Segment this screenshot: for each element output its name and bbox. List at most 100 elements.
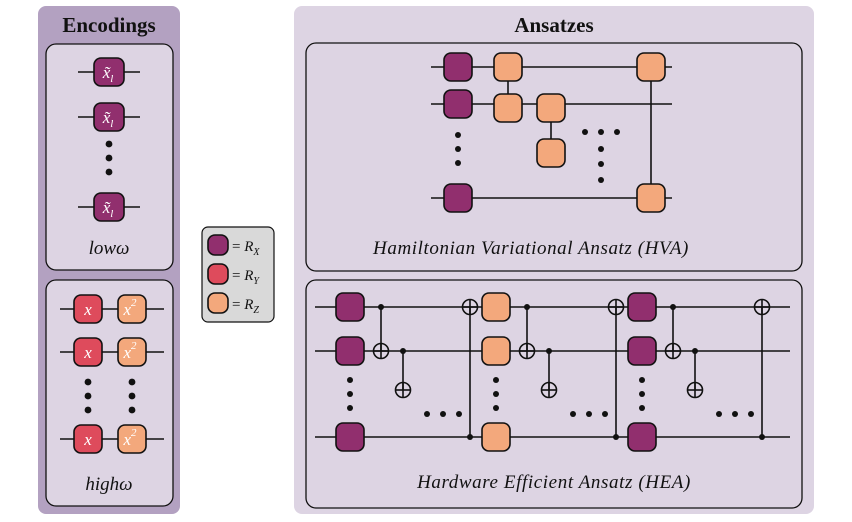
rz-gate	[636, 183, 666, 213]
rx-gate	[627, 422, 657, 452]
high-frequency-label: highω	[85, 474, 132, 495]
ellipsis-dot	[128, 392, 136, 400]
low-encoding-gates: x̃l x̃l x̃l	[78, 57, 140, 222]
control-dot	[613, 434, 619, 440]
ellipsis-dot	[105, 168, 113, 176]
rx-encoding-gate	[93, 192, 125, 222]
hea-label: Hardware Efficient Ansatz (HEA)	[416, 472, 691, 493]
control-dot	[467, 434, 473, 440]
ellipsis-dot	[598, 161, 604, 167]
control-dot	[759, 434, 765, 440]
ellipsis-dot	[456, 411, 462, 417]
rx-gate	[627, 292, 657, 322]
ellipsis-dot	[586, 411, 592, 417]
ellipsis-dot	[570, 411, 576, 417]
low-frequency-label: lowω	[89, 238, 130, 259]
ellipsis-dot	[582, 129, 588, 135]
ellipsis-dot	[732, 411, 738, 417]
control-dot	[400, 348, 406, 354]
ellipsis-dot	[84, 406, 92, 414]
ellipsis-dot	[105, 140, 113, 148]
encoding-gate-label: x	[83, 430, 92, 449]
ellipsis-dot	[440, 411, 446, 417]
encoding-gate-label: x2	[122, 340, 137, 362]
rx-gate	[443, 183, 473, 213]
ry-encoding-gate	[73, 337, 103, 367]
ellipsis-dot	[598, 146, 604, 152]
legend-label: = RY	[232, 268, 260, 287]
ellipsis-dot	[455, 146, 461, 152]
hva-label: Hamiltonian Variational Ansatz (HVA)	[372, 238, 689, 259]
rz-gate	[481, 422, 511, 452]
ellipsis-dot	[84, 378, 92, 386]
rx-gate	[627, 336, 657, 366]
rz-encoding-gate	[117, 337, 147, 367]
rx-gate	[335, 292, 365, 322]
encoding-gate-label: x	[83, 300, 92, 319]
ellipsis-dot	[493, 405, 499, 411]
ellipsis-dot	[128, 406, 136, 414]
ellipsis-dot	[347, 391, 353, 397]
ansatzes-title: Ansatzes	[514, 13, 593, 37]
encodings-title: Encodings	[62, 13, 155, 37]
ellipsis-dot	[493, 377, 499, 383]
ellipsis-dot	[598, 177, 604, 183]
ellipsis-dot	[105, 154, 113, 162]
ellipsis-dot	[639, 391, 645, 397]
high-encoding-gates: x x2 x x2 x x2	[60, 294, 164, 454]
ellipsis-dot	[598, 129, 604, 135]
encoding-gate-label: x2	[122, 427, 137, 449]
ry-encoding-gate	[73, 294, 103, 324]
encoding-gate-label: x	[83, 343, 92, 362]
control-dot	[524, 304, 530, 310]
ellipsis-dot	[716, 411, 722, 417]
rz-gate	[536, 138, 566, 168]
legend-swatch	[207, 263, 229, 285]
rz-gate	[636, 52, 666, 82]
ellipsis-dot	[602, 411, 608, 417]
control-dot	[378, 304, 384, 310]
hva-circuit	[431, 52, 672, 213]
ellipsis-dot	[748, 411, 754, 417]
encoding-gate-label: x2	[122, 297, 137, 319]
ellipsis-dot	[347, 405, 353, 411]
ellipsis-dot	[455, 132, 461, 138]
ry-encoding-gate	[73, 424, 103, 454]
rx-gate	[335, 336, 365, 366]
ellipsis-dot	[493, 391, 499, 397]
rx-gate	[443, 52, 473, 82]
rx-encoding-gate	[93, 102, 125, 132]
encoding-gate-label: x̃l	[102, 63, 114, 85]
rx-gate	[335, 422, 365, 452]
rz-gate	[536, 93, 566, 123]
encoding-gate-label: x̃l	[102, 108, 114, 130]
legend-label: = RZ	[232, 297, 259, 316]
hea-box	[305, 279, 803, 509]
control-dot	[546, 348, 552, 354]
legend-items: = RX = RY = RZ	[207, 234, 260, 316]
rz-gate	[493, 93, 523, 123]
legend-swatch	[207, 292, 229, 314]
rz-gate	[481, 336, 511, 366]
encoding-gate-label: x̃l	[102, 198, 114, 220]
legend-label: = RX	[232, 239, 260, 258]
ellipsis-dot	[639, 405, 645, 411]
rz-gate	[481, 292, 511, 322]
legend-swatch	[207, 234, 229, 256]
high-frequency-box	[45, 279, 174, 507]
rz-encoding-gate	[117, 424, 147, 454]
rx-encoding-gate	[93, 57, 125, 87]
control-dot	[692, 348, 698, 354]
ellipsis-dot	[347, 377, 353, 383]
ellipsis-dot	[614, 129, 620, 135]
rz-gate	[493, 52, 523, 82]
ellipsis-dot	[128, 378, 136, 386]
control-dot	[670, 304, 676, 310]
hea-circuit	[315, 292, 790, 452]
ellipsis-dot	[639, 377, 645, 383]
ellipsis-dot	[84, 392, 92, 400]
rz-encoding-gate	[117, 294, 147, 324]
ellipsis-dot	[424, 411, 430, 417]
ellipsis-dot	[455, 160, 461, 166]
